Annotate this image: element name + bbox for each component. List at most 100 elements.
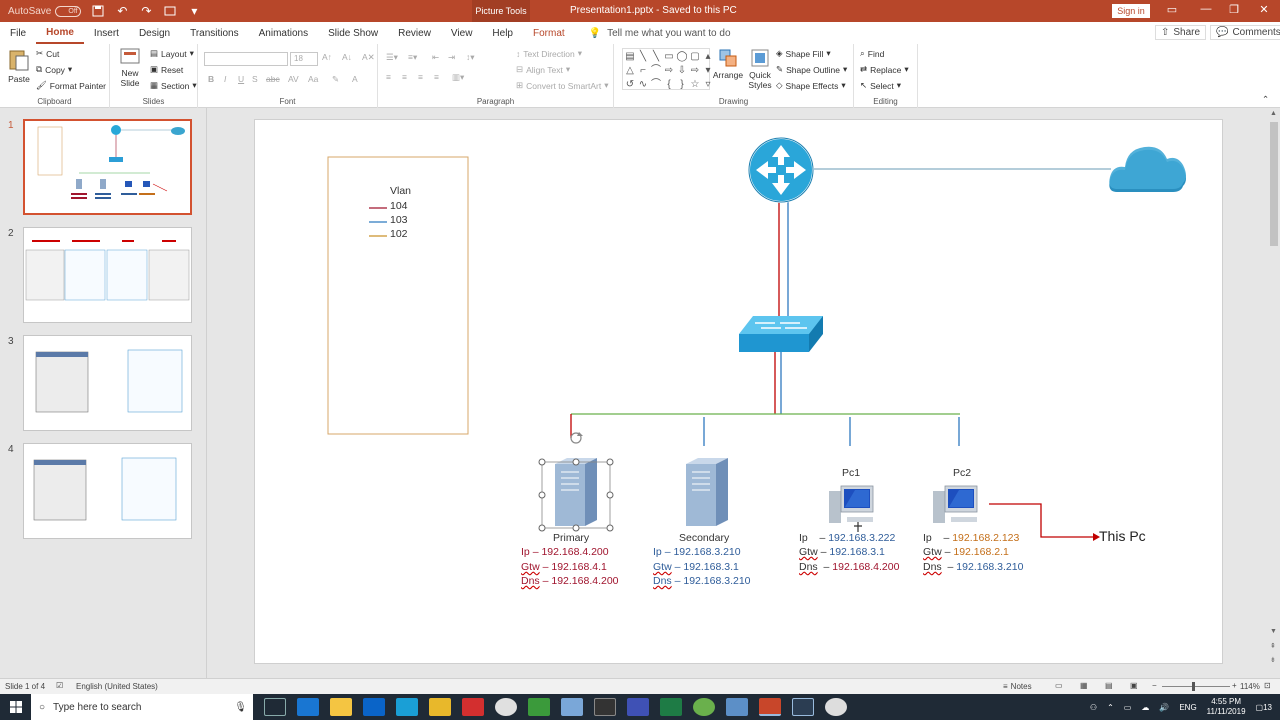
bent-line-shape-icon[interactable]: ⌐ bbox=[640, 65, 646, 76]
tell-me-search[interactable]: 💡 Tell me what you want to do bbox=[588, 27, 731, 39]
line-shape-icon[interactable]: ╲ bbox=[652, 51, 660, 62]
pc2-computer-icon[interactable] bbox=[933, 485, 978, 523]
scroll-thumb[interactable] bbox=[1270, 122, 1278, 246]
curve-shape-icon[interactable]: ⌒ bbox=[651, 79, 661, 90]
align-left-icon[interactable]: ≡ bbox=[386, 72, 391, 82]
font-size-field[interactable]: 18 bbox=[290, 52, 318, 66]
brace-shape-icon[interactable]: { bbox=[667, 79, 671, 90]
curve-shape-icon[interactable]: ⌒ bbox=[651, 65, 661, 76]
language-indicator[interactable]: ENG bbox=[1179, 702, 1197, 712]
undo-icon[interactable]: ↶ bbox=[117, 4, 128, 18]
word-icon[interactable] bbox=[627, 698, 649, 716]
zoom-in-icon[interactable]: + bbox=[1232, 681, 1237, 690]
legend-box[interactable] bbox=[327, 156, 469, 435]
zoom-out-icon[interactable]: − bbox=[1152, 681, 1157, 690]
zoom-level[interactable]: 114% bbox=[1240, 682, 1260, 691]
primary-server-icon[interactable] bbox=[555, 458, 597, 526]
selection-handles[interactable] bbox=[538, 458, 614, 532]
chrome-icon[interactable] bbox=[495, 698, 517, 716]
shape-outline-button[interactable]: ✎Shape Outline▾ bbox=[776, 64, 848, 75]
oval-shape-icon[interactable]: ◯ bbox=[676, 51, 688, 62]
tab-slide-show[interactable]: Slide Show bbox=[328, 27, 379, 39]
decrease-font-icon[interactable]: A↓ bbox=[342, 52, 352, 62]
arrange-button[interactable]: Arrange bbox=[712, 48, 744, 80]
tab-transitions[interactable]: Transitions bbox=[190, 27, 239, 39]
shape-fill-button[interactable]: ◈Shape Fill▾ bbox=[776, 48, 831, 59]
scroll-up-icon[interactable]: ▲ bbox=[1270, 110, 1277, 117]
bullets-icon[interactable]: ☰▾ bbox=[386, 52, 398, 62]
format-painter-button[interactable]: 🖌Format Painter bbox=[36, 80, 107, 91]
slide-thumbnail-1[interactable] bbox=[23, 119, 192, 215]
restore-icon[interactable]: ❐ bbox=[1229, 4, 1239, 16]
increase-font-icon[interactable]: A↑ bbox=[322, 52, 332, 62]
close-icon[interactable]: ✕ bbox=[1259, 4, 1269, 16]
rounded-rect-shape-icon[interactable]: ▢ bbox=[690, 51, 700, 62]
text-direction-button[interactable]: ↕Text Direction▾ bbox=[516, 48, 583, 59]
shapes-gallery[interactable]: ▤╲╲▭◯▢▴ △⌐⌒⇨⇩⇨▾ ↺∿⌒{}☆▿ bbox=[622, 48, 711, 90]
tab-design[interactable]: Design bbox=[138, 27, 171, 39]
rotate-handle-icon[interactable] bbox=[570, 432, 583, 444]
sticky-notes-icon[interactable] bbox=[429, 698, 451, 716]
more-shapes-icon[interactable]: ▿ bbox=[705, 79, 711, 90]
columns-icon[interactable]: ▥▾ bbox=[452, 72, 465, 82]
autosave-switch[interactable]: Off bbox=[55, 5, 82, 17]
font-name-field[interactable] bbox=[204, 52, 288, 66]
line-shape-icon[interactable]: ╲ bbox=[639, 51, 647, 62]
section-button[interactable]: ▦Section▾ bbox=[150, 80, 197, 91]
secondary-server-icon[interactable] bbox=[686, 458, 728, 526]
convert-smartart-button[interactable]: ⊞Convert to SmartArt▾ bbox=[516, 80, 609, 91]
font-color-icon[interactable]: A bbox=[352, 74, 358, 84]
star-shape-icon[interactable]: ☆ bbox=[690, 79, 700, 90]
tab-home[interactable]: Home bbox=[36, 22, 84, 44]
tab-insert[interactable]: Insert bbox=[93, 27, 119, 39]
change-case-icon[interactable]: Aa bbox=[308, 74, 319, 84]
underline-icon[interactable]: U bbox=[238, 74, 245, 84]
customize-toolbar-icon[interactable]: ▾ bbox=[191, 4, 198, 18]
slideshow-view-icon[interactable]: ▣ bbox=[1130, 681, 1138, 690]
increase-indent-icon[interactable]: ⇥ bbox=[448, 52, 456, 62]
scroll-down-icon[interactable]: ▼ bbox=[1270, 628, 1277, 635]
microphone-icon[interactable]: 🎙 bbox=[234, 701, 247, 713]
find-button[interactable]: ⌕Find bbox=[860, 48, 885, 59]
sign-in-button[interactable]: Sign in bbox=[1112, 4, 1150, 18]
brace-shape-icon[interactable]: } bbox=[680, 79, 684, 90]
outlook-icon[interactable] bbox=[363, 698, 385, 716]
align-center-icon[interactable]: ≡ bbox=[402, 72, 407, 82]
task-view-icon[interactable] bbox=[264, 698, 286, 716]
taskbar-search[interactable]: ○ Type here to search 🎙 bbox=[31, 694, 253, 720]
powerpoint-icon[interactable] bbox=[759, 698, 781, 716]
highlight-icon[interactable]: ✎ bbox=[332, 74, 340, 84]
strikethrough-icon[interactable]: abc bbox=[266, 74, 280, 84]
ribbon-display-icon[interactable]: ▭ bbox=[1166, 4, 1178, 16]
file-explorer-icon[interactable] bbox=[330, 698, 352, 716]
slide-thumbnail-3[interactable] bbox=[23, 335, 192, 431]
triangle-shape-icon[interactable]: △ bbox=[626, 65, 634, 76]
next-slide-icon[interactable]: ⇟ bbox=[1270, 657, 1276, 664]
switch-icon[interactable] bbox=[739, 316, 823, 352]
curve-shape-icon[interactable]: ∿ bbox=[638, 79, 648, 90]
paint3d-icon[interactable] bbox=[825, 698, 847, 716]
excel-icon[interactable] bbox=[660, 698, 682, 716]
italic-icon[interactable]: I bbox=[224, 74, 227, 84]
quick-styles-button[interactable]: Quick Styles bbox=[746, 48, 774, 90]
share-button[interactable]: ⇧Share bbox=[1155, 25, 1207, 40]
arrow-shape-icon[interactable]: ⇨ bbox=[664, 65, 674, 76]
save-icon[interactable] bbox=[91, 4, 105, 18]
justify-icon[interactable]: ≡ bbox=[434, 72, 439, 82]
arrow-shape-icon[interactable]: ⇩ bbox=[677, 65, 687, 76]
slide-canvas[interactable]: Vlan 104 103 102 Primary Ip – 192.168.4.… bbox=[254, 119, 1223, 664]
tab-view[interactable]: View bbox=[450, 27, 473, 39]
zoom-slider-thumb[interactable] bbox=[1192, 682, 1195, 691]
paint-icon[interactable] bbox=[561, 698, 583, 716]
pc1-computer-icon[interactable] bbox=[829, 485, 874, 523]
comments-button[interactable]: 💬Comments bbox=[1210, 25, 1280, 40]
notes-button[interactable]: ≡Notes bbox=[1003, 682, 1032, 691]
tab-format[interactable]: Format bbox=[533, 27, 565, 39]
command-prompt-icon[interactable] bbox=[594, 698, 616, 716]
notification-badge[interactable]: ▢13 bbox=[1255, 702, 1272, 712]
shadow-icon[interactable]: S bbox=[252, 74, 258, 84]
align-text-button[interactable]: ⊟Align Text▾ bbox=[516, 64, 571, 75]
shape-effects-button[interactable]: ◇Shape Effects▾ bbox=[776, 80, 846, 91]
scroll-up-icon[interactable]: ▴ bbox=[705, 51, 711, 62]
